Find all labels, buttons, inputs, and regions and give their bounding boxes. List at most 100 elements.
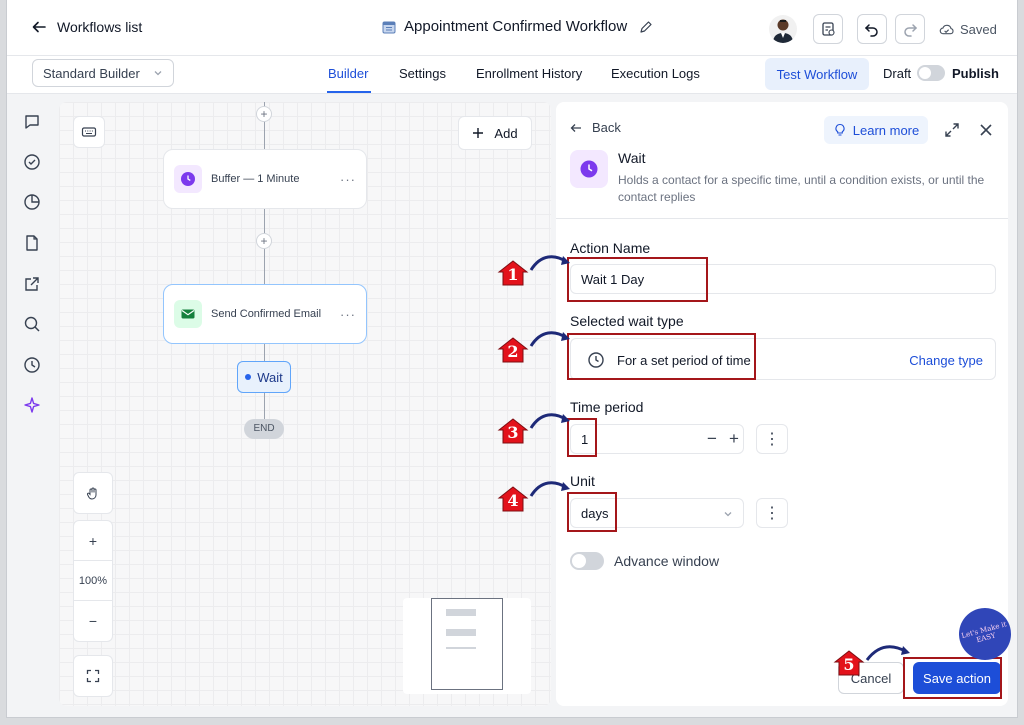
- minimap-node: [446, 647, 476, 649]
- active-tab-indicator: [327, 91, 371, 93]
- zoom-in-button[interactable]: +: [74, 521, 112, 561]
- avatar[interactable]: [769, 15, 797, 43]
- undo-button[interactable]: [857, 14, 887, 44]
- advance-window-label: Advance window: [614, 553, 720, 569]
- workflow-canvas[interactable]: Add + Buffer — 1 Minute ··· + Send Confi…: [59, 102, 551, 706]
- buffer-step-node[interactable]: Buffer — 1 Minute ···: [163, 149, 367, 209]
- decrement-button[interactable]: −: [707, 429, 717, 448]
- hand-icon: [86, 487, 97, 500]
- chat-icon[interactable]: [23, 113, 41, 131]
- fit-view-tool[interactable]: [73, 655, 113, 697]
- check-circle-icon[interactable]: [23, 153, 41, 171]
- document-icon[interactable]: [23, 234, 41, 252]
- clock-icon: [580, 160, 598, 178]
- wait-type-label: Selected wait type: [570, 313, 684, 329]
- draft-label: Draft: [883, 66, 912, 81]
- publish-label: Publish: [952, 66, 999, 81]
- zoom-out-button[interactable]: −: [88, 613, 98, 629]
- learn-more-label: Learn more: [852, 122, 920, 138]
- change-type-link[interactable]: Change type: [909, 353, 983, 368]
- wait-type-card: For a set period of time Change type: [570, 338, 996, 380]
- connector-line: [264, 393, 265, 419]
- minimap-node: [446, 609, 476, 616]
- unit-label: Unit: [570, 473, 595, 489]
- plus-icon: [473, 128, 484, 138]
- add-button[interactable]: Add: [458, 116, 532, 150]
- workflow-title-wrap: Appointment Confirmed Workflow: [382, 18, 653, 35]
- clipboard-check-icon: [822, 22, 835, 36]
- tab-builder[interactable]: Builder: [328, 66, 369, 81]
- back-label: Workflows list: [57, 19, 143, 35]
- zoom-controls: + 100% −: [73, 520, 113, 642]
- panel-description: Holds a contact for a specific time, unt…: [618, 173, 985, 204]
- user-avatar-icon: [773, 19, 793, 43]
- learn-more-button[interactable]: Learn more: [824, 116, 928, 144]
- calendar-icon: [382, 21, 396, 33]
- cancel-button[interactable]: Cancel: [838, 662, 904, 694]
- watermark-text: Let's Make it EASY: [960, 620, 1008, 645]
- keyboard-icon: [81, 127, 97, 137]
- hand-cell[interactable]: [74, 473, 112, 513]
- action-name-input[interactable]: Wait 1 Day: [570, 264, 996, 294]
- node-label: Buffer — 1 Minute: [211, 173, 300, 185]
- connector-line: [264, 102, 265, 150]
- wait-icon-box: [570, 150, 608, 188]
- external-link-icon[interactable]: [23, 275, 41, 293]
- node-menu-icon[interactable]: ···: [340, 306, 356, 322]
- tab-execution-logs[interactable]: Execution Logs: [611, 66, 700, 81]
- node-label: Send Confirmed Email: [211, 308, 322, 320]
- time-period-stepper[interactable]: 1 − +: [570, 424, 744, 454]
- add-label: Add: [494, 125, 518, 141]
- divider: [556, 218, 1008, 219]
- chevron-down-icon: [154, 71, 162, 76]
- pie-chart-icon[interactable]: [23, 193, 41, 211]
- node-icon-box: [174, 165, 202, 193]
- search-icon[interactable]: [23, 315, 41, 333]
- insert-step-button[interactable]: +: [256, 106, 272, 122]
- tab-settings[interactable]: Settings: [399, 66, 446, 81]
- arrow-left-icon: [32, 21, 46, 33]
- checklist-button[interactable]: [813, 14, 843, 44]
- sparkle-icon[interactable]: [23, 396, 41, 414]
- test-workflow-button[interactable]: Test Workflow: [765, 58, 869, 90]
- wait-node-label: Wait: [257, 369, 283, 385]
- panel-back-button[interactable]: Back: [570, 120, 621, 135]
- clock-history-icon[interactable]: [23, 356, 41, 374]
- saved-status: Saved: [939, 22, 997, 37]
- zoom-level: 100%: [74, 561, 112, 601]
- wait-settings-panel: Back Learn more Wait Holds a contact for…: [556, 102, 1008, 706]
- wait-type-value: For a set period of time: [617, 353, 751, 368]
- send-email-step-node[interactable]: Send Confirmed Email ···: [163, 284, 367, 344]
- status-dot: [245, 374, 252, 380]
- keyboard-shortcuts-button[interactable]: [73, 116, 105, 148]
- node-menu-icon[interactable]: ···: [340, 171, 356, 187]
- unit-select[interactable]: days: [570, 498, 744, 528]
- workflows-list-back-link[interactable]: Workflows list: [31, 19, 142, 35]
- pencil-icon[interactable]: [639, 20, 653, 34]
- tab-enrollment-history[interactable]: Enrollment History: [476, 66, 583, 81]
- builder-mode-select[interactable]: Standard Builder: [32, 59, 174, 87]
- minimap[interactable]: [403, 598, 531, 694]
- chevron-down-icon: [724, 512, 732, 517]
- pan-tool[interactable]: [73, 472, 113, 514]
- fit-view-button[interactable]: [74, 656, 112, 696]
- end-node: END: [244, 419, 284, 439]
- top-bar: Workflows list Appointment Confirmed Wor…: [7, 0, 1017, 56]
- time-period-options-button[interactable]: ⋮: [756, 424, 788, 454]
- publish-toggle[interactable]: [917, 65, 945, 81]
- insert-step-button[interactable]: +: [256, 233, 272, 249]
- unit-value: days: [581, 505, 609, 521]
- save-action-button[interactable]: Save action: [913, 662, 1001, 694]
- left-sidebar: [7, 95, 57, 717]
- undo-icon: [864, 24, 878, 37]
- saved-label: Saved: [960, 22, 997, 37]
- increment-button[interactable]: +: [729, 429, 739, 448]
- redo-button[interactable]: [895, 14, 925, 44]
- wait-step-node[interactable]: Wait: [237, 361, 291, 393]
- cloud-check-icon: [939, 24, 954, 35]
- expand-icon[interactable]: [944, 122, 960, 138]
- close-icon[interactable]: [978, 122, 994, 138]
- unit-options-button[interactable]: ⋮: [756, 498, 788, 528]
- time-period-value[interactable]: 1: [581, 432, 589, 447]
- advance-window-toggle[interactable]: [570, 552, 604, 570]
